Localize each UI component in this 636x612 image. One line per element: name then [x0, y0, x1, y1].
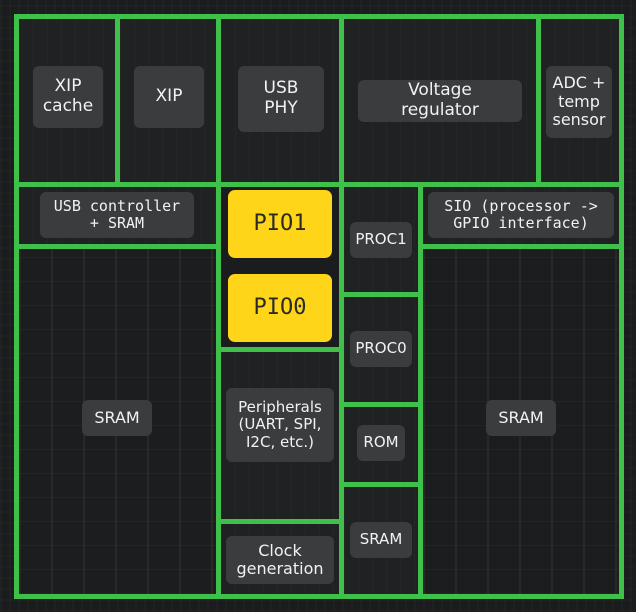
pio1-block: PIO1 — [228, 190, 332, 258]
usb-controller-label: USB controller + SRAM — [40, 192, 194, 238]
sram-left-region — [14, 244, 221, 599]
sram-right-label: SRAM — [486, 400, 556, 436]
adc-label: ADC + temp sensor — [546, 66, 612, 138]
proc1-label: PROC1 — [350, 222, 412, 258]
peripherals-label: Peripherals (UART, SPI, I2C, etc.) — [226, 388, 334, 462]
pio0-block: PIO0 — [228, 274, 332, 342]
rom-label: ROM — [357, 425, 405, 461]
sram-left-label: SRAM — [82, 400, 152, 436]
proc0-label: PROC0 — [350, 331, 412, 367]
xip-cache-region — [14, 14, 120, 187]
sio-label: SIO (processor -> GPIO interface) — [428, 192, 614, 238]
xip-label: XIP — [134, 66, 204, 128]
sram-small-label: SRAM — [350, 522, 412, 558]
clock-generation-label: Clock generation — [226, 536, 334, 584]
voltage-regulator-label: Voltage regulator — [358, 80, 522, 122]
xip-cache-label: XIP cache — [33, 66, 103, 128]
usb-phy-label: USB PHY — [238, 66, 324, 132]
